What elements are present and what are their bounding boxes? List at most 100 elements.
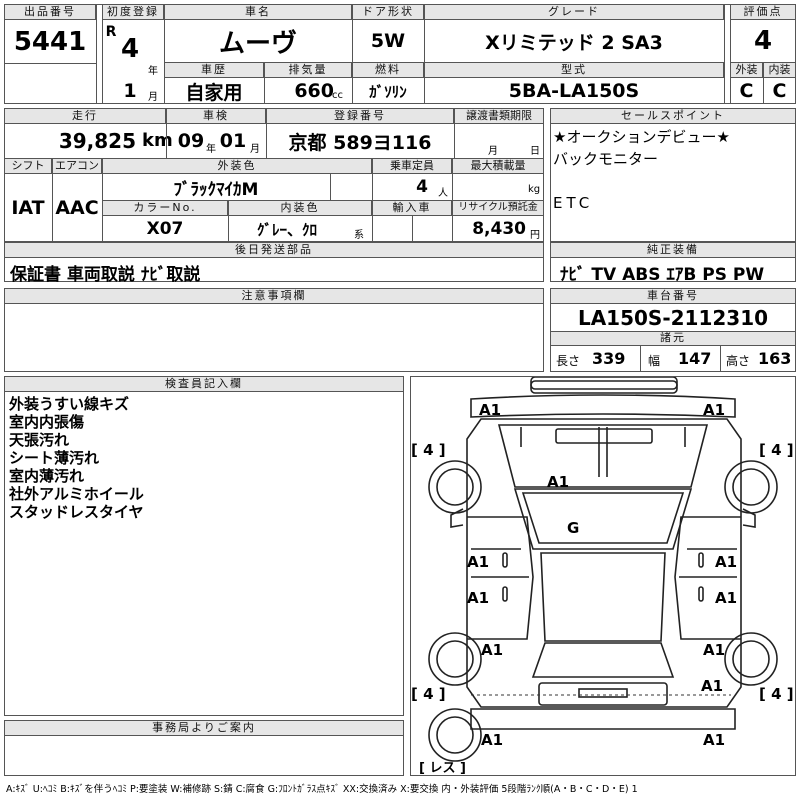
sales-point-line: バックモニター xyxy=(553,150,659,168)
damage-mark: A1 xyxy=(715,589,738,607)
inspector-note: 室内内張傷 xyxy=(9,413,85,431)
reg-label: 初度登録 xyxy=(102,4,164,20)
damage-mark: A1 xyxy=(703,641,726,659)
damage-mark: G xyxy=(567,519,580,537)
score-label: 評価点 xyxy=(730,4,796,20)
sales-points-list: ★オークションデビュー★ バックモニター ETC xyxy=(553,128,793,216)
office-label: 事務局よりご案内 xyxy=(4,720,404,736)
inspection-label: 車検 xyxy=(166,108,266,124)
max-load-label: 最大積載量 xyxy=(452,158,544,174)
damage-diagram: [ 4 ] [ 4 ] [ 4 ] [ 4 ] [ レス ] A1 A1 A1 … xyxy=(410,376,796,776)
damage-mark: A1 xyxy=(481,731,504,749)
inspection-month: 01 xyxy=(219,130,247,152)
color-no-label: カラーNo. xyxy=(102,200,228,216)
model-value: 5BA-LA150S xyxy=(508,80,640,102)
inspector-note: 社外アルミホイール xyxy=(9,485,144,503)
shift-label: シフト xyxy=(4,158,52,174)
capacity-value: 4 xyxy=(416,177,428,197)
later-parts-label: 後日発送部品 xyxy=(4,242,544,258)
damage-mark: A1 xyxy=(701,677,724,695)
ac-value: AAC xyxy=(55,197,99,219)
reg-year-unit: 年 xyxy=(148,66,158,77)
recycle-unit: 円 xyxy=(530,230,540,241)
damage-mark: A1 xyxy=(479,401,502,419)
cautions-label: 注意事項欄 xyxy=(4,288,544,304)
max-load-unit: kg xyxy=(528,184,541,195)
mileage-value: 39,825 xyxy=(58,129,136,153)
ext-score-label: 外装 xyxy=(730,62,763,78)
damage-mark: A1 xyxy=(547,473,570,491)
height-label: 高さ xyxy=(726,354,751,368)
lot-label: 出品番号 xyxy=(4,4,96,20)
sales-point-line: ★オークションデビュー★ xyxy=(553,128,730,146)
history-value: 自家用 xyxy=(185,81,243,104)
inspector-note: スタッドレスタイヤ xyxy=(9,503,144,521)
inspector-notes: 外装うすい線キズ 室内内張傷 天張汚れ シート薄汚れ 室内薄汚れ 社外アルミホイ… xyxy=(9,395,144,521)
score-value: 4 xyxy=(753,26,773,56)
displacement-unit: cc xyxy=(332,90,343,101)
tire-front-right-label: [ 4 ] xyxy=(759,441,794,459)
grade-label: グレード xyxy=(424,4,724,20)
width-value: 147 xyxy=(678,349,712,368)
car-name-label: 車名 xyxy=(164,4,352,20)
tire-rear-left-label: [ 4 ] xyxy=(411,685,446,703)
dims-label: 諸元 xyxy=(550,331,796,346)
legend: A:ｷｽﾞ U:ﾍｺﾐ B:ｷｽﾞを伴うﾍｺﾐ P:要塗装 W:補修跡 S:錆 … xyxy=(6,784,638,795)
capacity-label: 乗車定員 xyxy=(372,158,452,174)
sales-point-line xyxy=(553,172,793,194)
damage-mark: A1 xyxy=(467,589,490,607)
door-type: 5W xyxy=(370,30,406,52)
ext-score: C xyxy=(739,80,754,102)
damage-mark: A1 xyxy=(703,731,726,749)
sales-points-label: セールスポイント xyxy=(550,108,796,124)
plate-value: 京都 589ヨ116 xyxy=(288,131,432,154)
chassis-value: LA150S-2112310 xyxy=(577,306,769,330)
interior-color-label: 内装色 xyxy=(228,200,372,216)
history-label: 車歴 xyxy=(164,62,264,78)
equipment-label: 純正装備 xyxy=(550,242,796,258)
car-outline xyxy=(428,377,778,762)
inspection-year-unit: 年 xyxy=(206,144,216,155)
tire-rear-right-label: [ 4 ] xyxy=(759,685,794,703)
width-label: 幅 xyxy=(648,354,661,368)
fuel-value: ｶﾞｿﾘﾝ xyxy=(369,82,407,101)
length-label: 長さ xyxy=(556,354,581,368)
length-value: 339 xyxy=(592,349,626,368)
reg-month-unit: 月 xyxy=(148,92,158,103)
recycle-value: 8,430 xyxy=(472,219,526,239)
inspector-note: 天張汚れ xyxy=(9,431,70,449)
header-block xyxy=(4,4,796,104)
plate-label: 登録番号 xyxy=(266,108,454,124)
import-label: 輸入車 xyxy=(372,200,452,216)
int-score-label: 内装 xyxy=(763,62,796,78)
later-parts-value: 保証書 車両取説 ﾅﾋﾞ取説 xyxy=(10,265,201,285)
reg-era: R xyxy=(105,24,117,40)
tire-front-left-label: [ 4 ] xyxy=(411,441,446,459)
damage-mark: A1 xyxy=(481,641,504,659)
transfer-label: 譲渡書類期限 xyxy=(454,108,544,124)
ac-label: エアコン xyxy=(52,158,102,174)
reg-month: 1 xyxy=(123,80,137,102)
inspector-box xyxy=(4,376,404,716)
model-label: 型式 xyxy=(424,62,724,78)
mileage-unit: km xyxy=(142,130,173,151)
displacement-value: 660 xyxy=(294,80,334,102)
grade-value: Xリミテッド 2 SA3 xyxy=(485,31,663,54)
recycle-label: リサイクル預託金 xyxy=(452,200,544,216)
interior-color-value: ｸﾞﾚｰ、ｸﾛ xyxy=(256,220,317,239)
interior-color-unit: 系 xyxy=(354,230,364,241)
exterior-color-value: ﾌﾞﾗｯｸﾏｲｶM xyxy=(173,179,259,200)
reg-year: 4 xyxy=(120,34,140,64)
color-no-value: X07 xyxy=(146,219,184,239)
sales-point-line: ETC xyxy=(553,194,594,212)
lot-number: 5441 xyxy=(13,27,87,57)
int-score: C xyxy=(772,80,787,102)
displacement-label: 排気量 xyxy=(264,62,352,78)
door-label: ドア形状 xyxy=(352,4,424,20)
transfer-day-unit: 日 xyxy=(530,146,540,157)
inspector-note: シート薄汚れ xyxy=(9,449,100,467)
inspector-label: 検査員記入欄 xyxy=(4,376,404,392)
mileage-label: 走行 xyxy=(4,108,166,124)
chassis-label: 車台番号 xyxy=(550,288,796,304)
sales-points-box xyxy=(550,108,796,242)
